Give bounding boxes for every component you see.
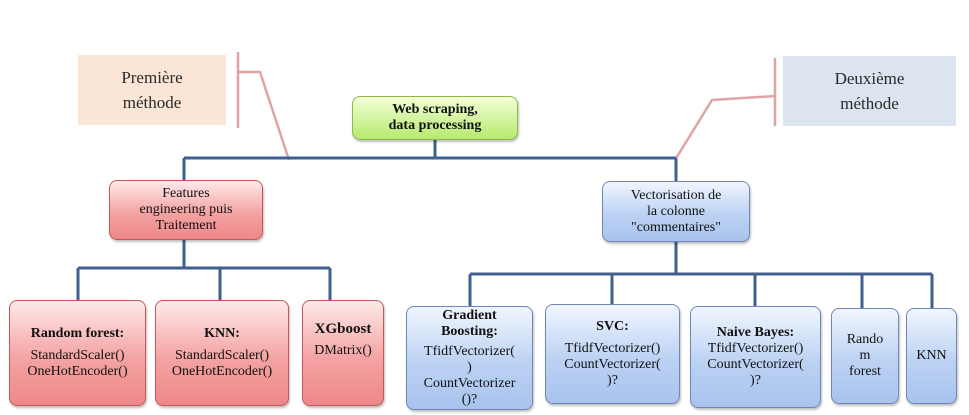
leaf-body: TfidfVectorizer() CountVectorizer( )? (564, 341, 661, 388)
root-node: Web scraping, data processing (352, 96, 518, 140)
callout-first-method: Première méthode (78, 55, 226, 125)
leaf-body: StandardScaler() OneHotEncoder() (27, 348, 128, 379)
tree-connectors (76, 140, 934, 308)
leaf-title: Naive Bayes: (716, 325, 795, 340)
leaf-title: Gradient Boosting: (441, 308, 498, 339)
leaf-body: TfidfVectorizer( ) CountVectorizer ()? (423, 344, 516, 407)
leaf-body: Rando m forest (846, 332, 884, 379)
callout-pointers (236, 52, 777, 161)
leaf-title: KNN: (204, 326, 240, 341)
leaf-knn-left: KNN: StandardScaler() OneHotEncoder() (155, 300, 289, 406)
leaf-title: Random forest: (30, 326, 125, 341)
leaf-naive-bayes: Naive Bayes: TfidfVectorizer() CountVect… (690, 306, 821, 408)
branch-left-label: Features engineering puis Traitement (139, 186, 233, 233)
branch-right-node: Vectorisation de la colonne "commentaire… (602, 181, 750, 242)
leaf-svc: SVC: TfidfVectorizer() CountVectorizer( … (545, 304, 680, 404)
leaf-knn-right: KNN (906, 308, 957, 404)
branch-left-node: Features engineering puis Traitement (109, 180, 263, 240)
leaf-xgboost: XGboost DMatrix() (302, 300, 384, 406)
leaf-body: StandardScaler() OneHotEncoder() (171, 348, 273, 379)
leaf-random-forest: Random forest: StandardScaler() OneHotEn… (9, 300, 146, 406)
leaf-title: XGboost (314, 321, 372, 337)
leaf-body: KNN (916, 348, 947, 363)
leaf-random-forest-right: Rando m forest (831, 308, 899, 404)
root-node-label: Web scraping, data processing (388, 102, 482, 133)
leaf-body: TfidfVectorizer() CountVectorizer( )? (707, 341, 804, 388)
leaf-title: SVC: (596, 319, 629, 334)
callout-second-method: Deuxième méthode (783, 56, 956, 126)
leaf-gradient-boosting: Gradient Boosting: TfidfVectorizer( ) Co… (406, 306, 533, 410)
branch-right-label: Vectorisation de la colonne "commentaire… (630, 187, 722, 235)
leaf-body: DMatrix() (314, 343, 372, 358)
